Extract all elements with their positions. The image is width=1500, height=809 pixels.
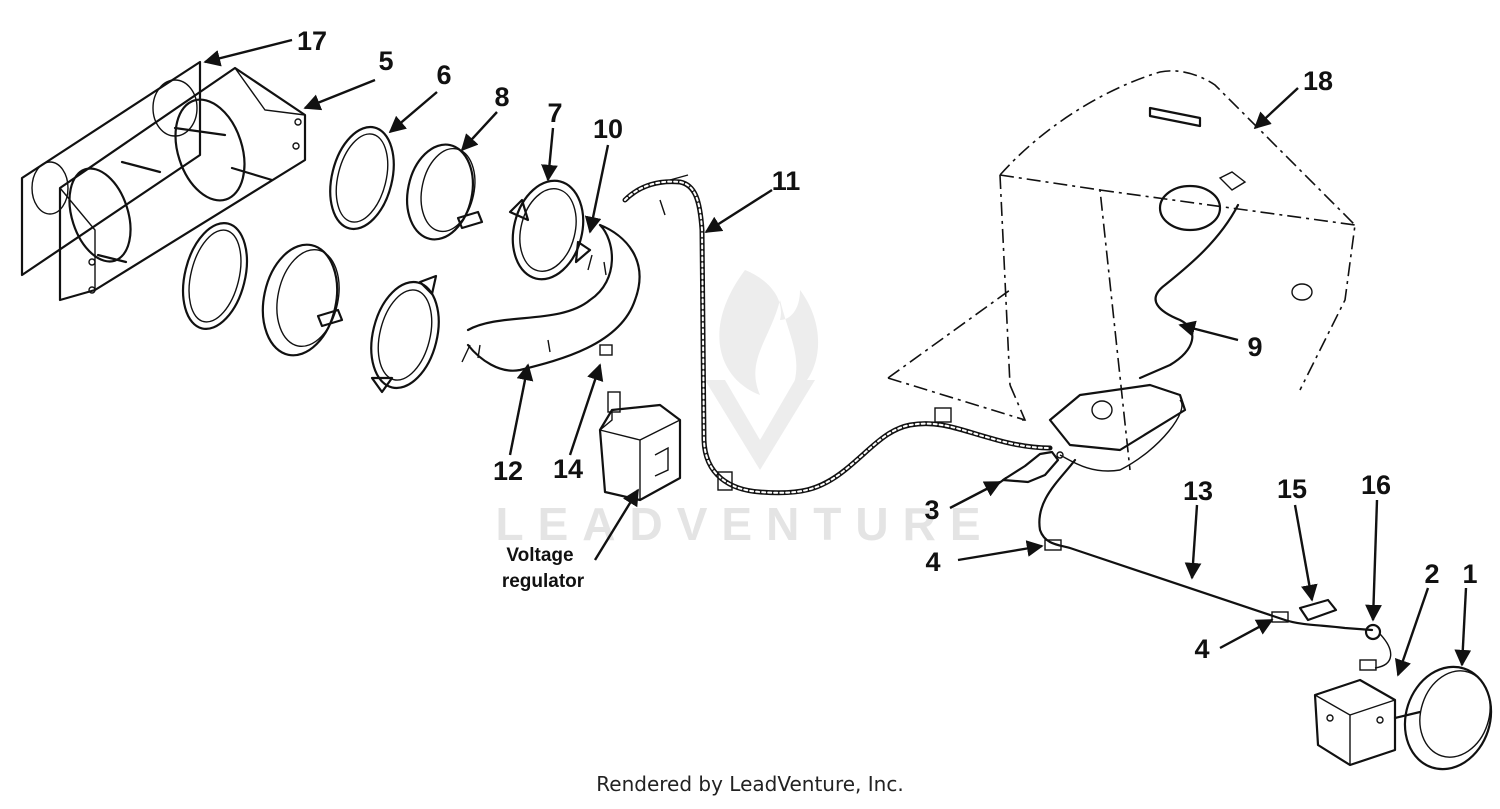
callout-1: 1 (1462, 559, 1477, 589)
ground-wire (1048, 203, 1240, 472)
callout-17: 17 (297, 26, 327, 56)
note-voltage: Voltage (506, 545, 573, 566)
gauges (261, 143, 484, 357)
console-hood (887, 70, 1356, 471)
voltage-regulator (598, 391, 682, 502)
callout-18: 18 (1303, 66, 1333, 96)
callout-arrows (203, 38, 1472, 677)
gauge-wiring (461, 223, 641, 372)
callout-4-upper: 4 (925, 547, 940, 577)
rendered-by-footer: Rendered by LeadVenture, Inc. (596, 772, 904, 796)
callout-7: 7 (547, 98, 562, 128)
callout-3: 3 (924, 495, 939, 525)
note-regulator: regulator (502, 571, 585, 592)
headlight (1393, 665, 1493, 771)
callout-labels: 17 5 6 8 7 10 11 18 9 12 14 3 13 15 16 4… (297, 26, 1478, 664)
light-switch (993, 450, 1064, 488)
callout-9: 9 (1247, 332, 1262, 362)
callout-14: 14 (553, 454, 583, 484)
callout-16: 16 (1361, 470, 1391, 500)
callout-5: 5 (378, 46, 393, 76)
callout-15: 15 (1277, 474, 1307, 504)
callout-2: 2 (1424, 559, 1439, 589)
voltage-regulator-note: Voltage regulator (502, 545, 585, 592)
headlight-bracket (1313, 678, 1397, 767)
callout-8: 8 (494, 82, 509, 112)
headlight-wire (1038, 458, 1374, 632)
leadventure-watermark: LEADVENTURE (495, 270, 994, 550)
gauge-mounting-brackets (370, 179, 592, 394)
dash-panel (20, 60, 307, 302)
gauge-bezel-rings (181, 125, 395, 330)
callout-4-lower: 4 (1194, 634, 1209, 664)
callout-11: 11 (772, 166, 801, 196)
callout-12: 12 (493, 456, 523, 486)
main-wiring-harness (622, 174, 1053, 496)
callout-13: 13 (1183, 476, 1213, 506)
watermark-text: LEADVENTURE (495, 498, 994, 550)
callout-10: 10 (593, 114, 623, 144)
callout-6: 6 (436, 60, 451, 90)
connectors (1298, 598, 1392, 671)
